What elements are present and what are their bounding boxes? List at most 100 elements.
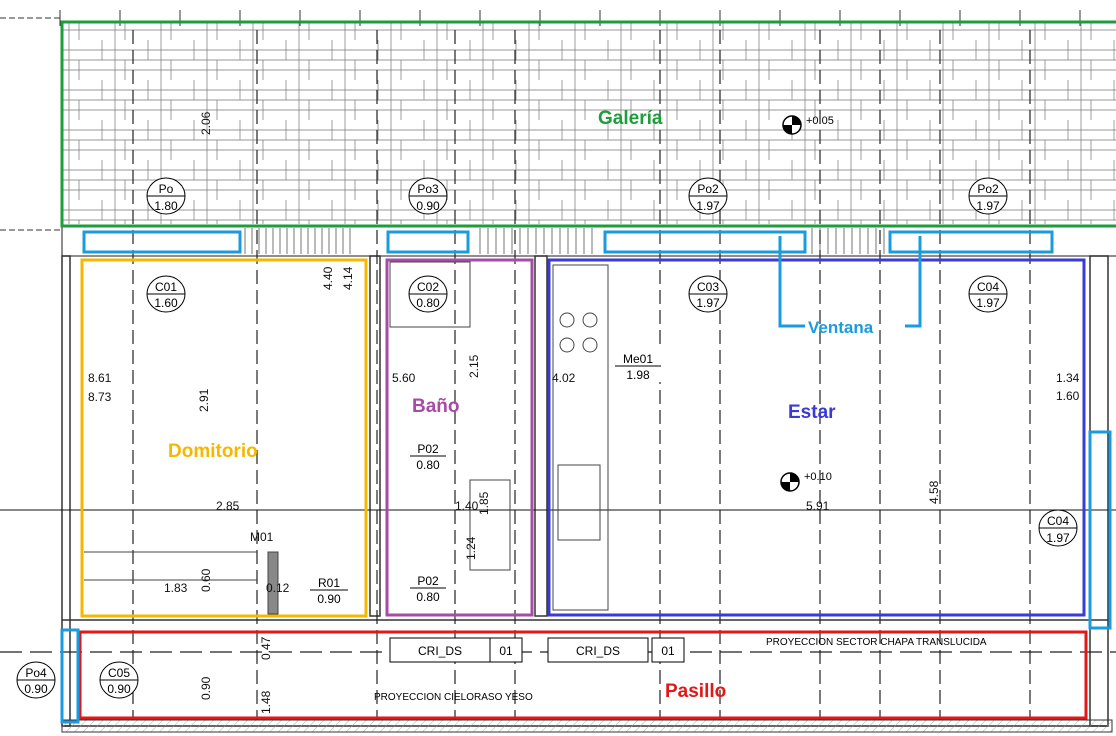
bano-outline [385,258,534,617]
tag-po2a: Po2 1.97 [688,177,728,215]
cri-ds-label-1: CRI_DS [418,644,462,658]
estar-outline [547,258,1086,617]
svg-text:C05: C05 [108,666,130,680]
svg-text:1.85: 1.85 [477,491,491,515]
svg-text:4.14: 4.14 [341,266,355,290]
tag-po4: Po4 0.90 [16,661,56,699]
svg-text:4.02: 4.02 [552,371,576,385]
cri-ds-label-2: CRI_DS [576,644,620,658]
svg-text:Me01: Me01 [623,352,653,366]
svg-text:0.80: 0.80 [416,590,440,604]
tag-c02: C02 0.80 [408,275,448,313]
svg-text:1.97: 1.97 [696,199,720,213]
level-marker-estar: +0.10 [780,471,832,492]
svg-text:1.34: 1.34 [1056,371,1080,385]
kitchen-fixtures [84,261,609,615]
svg-text:1.80: 1.80 [154,199,178,213]
svg-text:C04: C04 [1047,514,1069,528]
svg-text:1.24: 1.24 [464,536,478,560]
dimension-labels: 8.61 8.73 2.85 1.83 0.12 5.60 1.40 4.02 … [88,111,1080,714]
svg-text:1.60: 1.60 [1056,389,1080,403]
svg-text:2.91: 2.91 [197,388,211,412]
cri-ds-num-1: 01 [499,644,513,658]
svg-text:1.48: 1.48 [259,690,273,714]
svg-text:4.40: 4.40 [321,266,335,290]
room-label-bano: Baño [412,396,460,417]
svg-text:1.97: 1.97 [976,296,1000,310]
svg-text:0.90: 0.90 [199,676,213,700]
tag-me01: Me01 1.98 [615,350,661,382]
projection-chapa-label: PROYECCION SECTOR CHAPA TRANSLUCIDA [766,637,987,648]
svg-text:C01: C01 [155,280,177,294]
svg-text:1.97: 1.97 [1046,531,1070,545]
svg-text:0.80: 0.80 [416,458,440,472]
svg-text:P02: P02 [417,442,439,456]
ceiling-labels: CRI_DS 01 CRI_DS 01 PROYECCION SECTOR CH… [374,637,987,703]
tag-c04b: C04 1.97 [1038,509,1078,547]
svg-text:5.60: 5.60 [392,371,416,385]
room-label-dormitorio: Domitorio [168,441,258,462]
projection-yeso-label: PROYECCION CIELORASO YESO [374,692,533,703]
window-outlines [60,230,1112,724]
level-label-estar: +0.10 [804,471,832,483]
tag-po2b: Po2 1.97 [968,177,1008,215]
room-label-estar: Estar [788,402,836,423]
pasillo-outline [78,630,1088,720]
room-label-pasillo: Pasillo [665,681,726,702]
tag-r01: R01 0.90 [310,574,348,606]
svg-text:0.90: 0.90 [24,682,48,696]
tag-c01: C01 1.60 [146,275,186,313]
room-label-ventana: Ventana [808,318,874,337]
tag-po1: Po 1.80 [146,177,186,215]
level-marker-galeria: +0.05 [782,115,834,135]
svg-text:Po: Po [159,182,174,196]
tag-po3: Po3 0.90 [408,177,448,215]
beam-ticks [0,10,1081,231]
svg-text:0.90: 0.90 [416,199,440,213]
tag-c04a: C04 1.97 [968,275,1008,313]
svg-text:Po4: Po4 [25,666,47,680]
svg-text:Po3: Po3 [417,182,439,196]
svg-text:8.73: 8.73 [88,390,112,404]
svg-text:0.47: 0.47 [259,636,273,660]
galeria-outline [60,20,1116,228]
level-label-galeria: +0.05 [806,115,834,127]
svg-text:1.97: 1.97 [976,199,1000,213]
tag-c05: C05 0.90 [99,661,139,699]
bottom-wall [61,719,1113,733]
svg-text:P02: P02 [417,574,439,588]
svg-text:C02: C02 [417,280,439,294]
svg-text:8.61: 8.61 [88,371,112,385]
tag-p02b: P02 0.80 [410,572,446,604]
cri-ds-num-2: 01 [661,644,675,658]
svg-text:2.85: 2.85 [216,499,240,513]
svg-text:Po2: Po2 [977,182,999,196]
svg-text:0.90: 0.90 [107,682,131,696]
svg-text:Po2: Po2 [697,182,719,196]
svg-text:1.97: 1.97 [696,296,720,310]
svg-text:2.06: 2.06 [199,111,213,135]
svg-text:0.90: 0.90 [317,592,341,606]
svg-text:5.91: 5.91 [806,499,830,513]
svg-text:C04: C04 [977,280,999,294]
room-label-galeria: Galería [598,108,663,129]
svg-text:R01: R01 [318,576,340,590]
gallery-paving [62,22,1116,224]
svg-text:4.58: 4.58 [927,480,941,504]
dormitorio-outline [80,258,368,618]
svg-text:0.80: 0.80 [416,296,440,310]
svg-text:1.83: 1.83 [164,581,188,595]
svg-text:C03: C03 [697,280,719,294]
svg-text:1.60: 1.60 [154,296,178,310]
tag-c03: C03 1.97 [688,275,728,313]
wall-hatching [244,228,885,254]
svg-text:1.98: 1.98 [626,368,650,382]
svg-text:0.60: 0.60 [199,568,213,592]
svg-text:0.12: 0.12 [266,581,290,595]
tag-p02a: P02 0.80 [410,440,446,472]
boxed-tags: P02 0.80 P02 0.80 R01 0.90 Me01 1.98 [310,350,661,606]
svg-text:2.15: 2.15 [467,354,481,378]
svg-text:M01: M01 [250,530,274,544]
opening-tags: Po 1.80 Po3 0.90 Po2 1.97 Po2 1.97 C01 1.60 C… [16,177,1078,699]
